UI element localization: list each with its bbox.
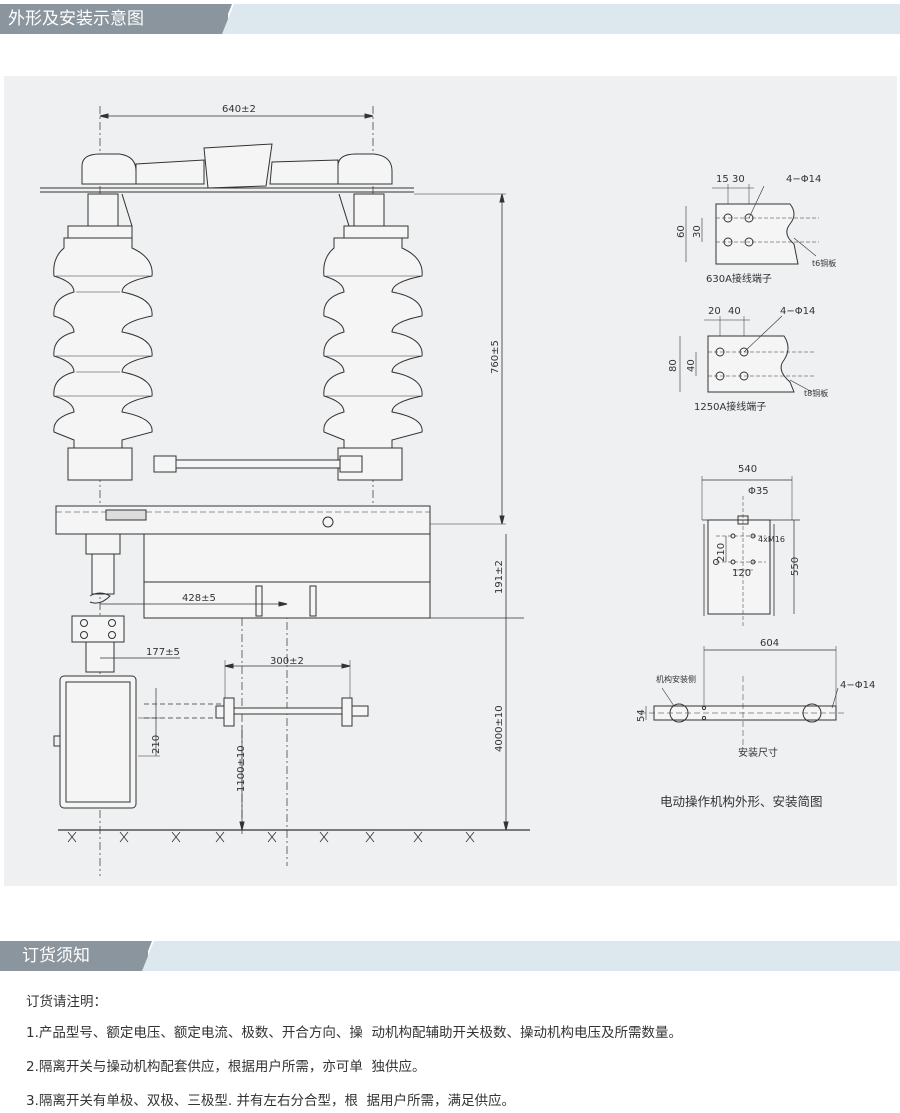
dim-40-v: 40 xyxy=(686,359,697,372)
dim-300: 300±2 xyxy=(270,656,304,667)
plate-label: t8铜板 xyxy=(804,388,828,398)
terminal-caption: 1250A接线端子 xyxy=(694,400,766,413)
header-slant xyxy=(220,4,240,34)
dim-15: 15 xyxy=(716,174,729,185)
dim-30-v: 30 xyxy=(692,225,703,238)
dim-210-left: 210 xyxy=(151,735,162,754)
note-item: 1.产品型号、额定电压、额定电流、极数、开合方向、操 动机构配辅助开关极数、操动… xyxy=(26,1025,682,1041)
section-title: 外形及安装示意图 xyxy=(0,4,228,34)
dim-54: 54 xyxy=(636,709,647,722)
dim-540: 540 xyxy=(738,464,757,475)
dim-60: 60 xyxy=(676,225,687,238)
dim-80: 80 xyxy=(668,359,679,372)
header-bar xyxy=(160,941,900,971)
note-item: 2.隔离开关与操动机构配套供应，根据用户所需，亦可单 独供应。 xyxy=(26,1059,426,1075)
dim-177: 177±5 xyxy=(146,647,180,658)
dim-120: 120 xyxy=(732,568,751,579)
mechanism-outline: 540 Φ35 210 4xM16 120 550 xyxy=(701,464,801,626)
dim-1100: 1100±10 xyxy=(236,745,247,792)
dim-4000: 4000±10 xyxy=(494,705,505,752)
plate-label: t6铜板 xyxy=(812,258,836,268)
installation-dims: 604 机构安装侧 4−Φ14 54 安装尺寸 xyxy=(636,638,875,759)
dim-20: 20 xyxy=(708,306,721,317)
hole-label: 4−Φ14 xyxy=(780,306,815,317)
header-bar xyxy=(240,4,900,34)
dim-760: 760±5 xyxy=(490,340,501,374)
section-header-shape: 外形及安装示意图 xyxy=(0,4,900,34)
dim-30: 30 xyxy=(732,174,745,185)
hole-label: 4−Φ14 xyxy=(840,680,875,691)
terminal-1250a: 20 40 4−Φ14 80 40 t8铜板 1250A接线端子 xyxy=(668,306,828,413)
dim-40: 40 xyxy=(728,306,741,317)
section-title: 订货须知 xyxy=(0,941,148,971)
dim-210: 210 xyxy=(716,543,727,562)
dim-550: 550 xyxy=(790,557,801,576)
side-label: 机构安装侧 xyxy=(656,674,696,684)
figure-caption: 电动操作机构外形、安装简图 xyxy=(660,794,823,809)
install-caption: 安装尺寸 xyxy=(738,746,778,759)
terminal-caption: 630A接线端子 xyxy=(706,272,772,285)
notes-heading: 订货请注明： xyxy=(26,994,107,1010)
dim-phi35: Φ35 xyxy=(748,486,769,497)
section-header-shape: 订货须知 xyxy=(0,941,900,971)
dim-604: 604 xyxy=(760,638,779,649)
dim-640: 640±2 xyxy=(222,104,256,115)
terminal-630a: 15 30 4−Φ14 60 30 t6铜板 630A接线端子 xyxy=(676,174,836,285)
drawing-panel: 640±2 xyxy=(4,76,897,886)
bolt-label: 4xM16 xyxy=(758,535,785,544)
dim-428: 428±5 xyxy=(182,593,216,604)
hole-label: 4−Φ14 xyxy=(786,174,821,185)
dim-191: 191±2 xyxy=(494,560,505,594)
note-item: 3.隔离开关有单极、双极、三极型. 并有左右分合型，根 据用户所需，满足供应。 xyxy=(26,1093,516,1109)
technical-drawing: 640±2 xyxy=(40,104,875,876)
header-slant xyxy=(140,941,160,971)
